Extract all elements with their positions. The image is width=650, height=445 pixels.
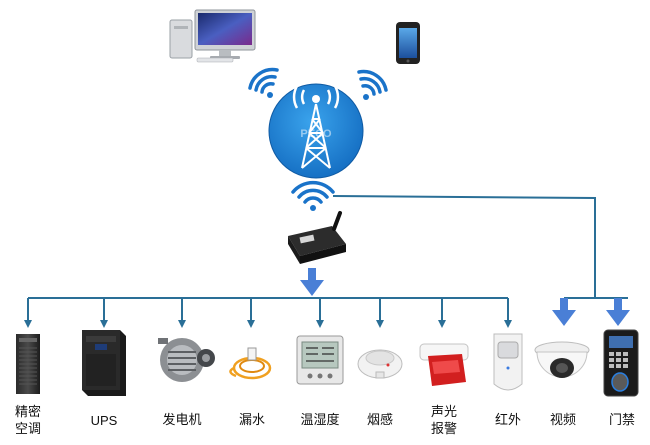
smartphone-icon bbox=[396, 22, 420, 64]
dome-camera-icon bbox=[534, 341, 590, 378]
label-water-leak: 漏水 bbox=[238, 413, 265, 428]
smoke-detector-icon bbox=[357, 349, 403, 379]
wireless-hub-tower-icon: PECO bbox=[268, 83, 364, 179]
label-smoke: 烟感 bbox=[366, 413, 393, 428]
access-control-panel-icon bbox=[603, 329, 639, 397]
sound-light-alarm-icon bbox=[419, 343, 469, 386]
label-precision-ac-line2: 空调 bbox=[14, 422, 41, 437]
water-leak-sensor-icon bbox=[229, 347, 272, 380]
label-access-control: 门禁 bbox=[608, 413, 635, 428]
label-sound-light-alarm: 声光 报警 bbox=[424, 404, 464, 438]
label-temp-humidity: 温湿度 bbox=[300, 413, 340, 428]
label-sound-light-alarm-line1: 声光 bbox=[430, 405, 457, 420]
generator-icon bbox=[158, 338, 215, 382]
precision-ac-icon bbox=[16, 334, 40, 394]
wifi-signal-left-icon bbox=[248, 67, 279, 98]
temp-humidity-sensor-icon bbox=[296, 335, 344, 385]
label-ups: UPS bbox=[90, 413, 118, 428]
wifi-signal-right-icon bbox=[357, 69, 388, 100]
label-infrared: 红外 bbox=[494, 413, 521, 428]
wireless-gateway-icon bbox=[288, 211, 346, 264]
access-down-arrow-icon bbox=[606, 298, 630, 326]
hub-brand-text: PECO bbox=[300, 128, 332, 140]
video-down-arrow-icon bbox=[552, 298, 576, 326]
infrared-detector-icon bbox=[493, 333, 523, 391]
gateway-down-arrow-icon bbox=[300, 268, 324, 296]
label-generator: 发电机 bbox=[162, 413, 202, 428]
label-video: 视频 bbox=[549, 413, 576, 428]
desktop-computer-icon bbox=[169, 9, 256, 63]
drop-arrowheads bbox=[24, 320, 512, 328]
label-sound-light-alarm-line2: 报警 bbox=[430, 422, 457, 437]
label-precision-ac-line1: 精密 bbox=[14, 405, 41, 420]
label-precision-ac: 精密 空调 bbox=[10, 404, 46, 438]
ups-icon bbox=[82, 330, 126, 396]
wifi-signal-bottom-icon bbox=[291, 180, 335, 211]
bus-connection-lines bbox=[27, 195, 628, 322]
